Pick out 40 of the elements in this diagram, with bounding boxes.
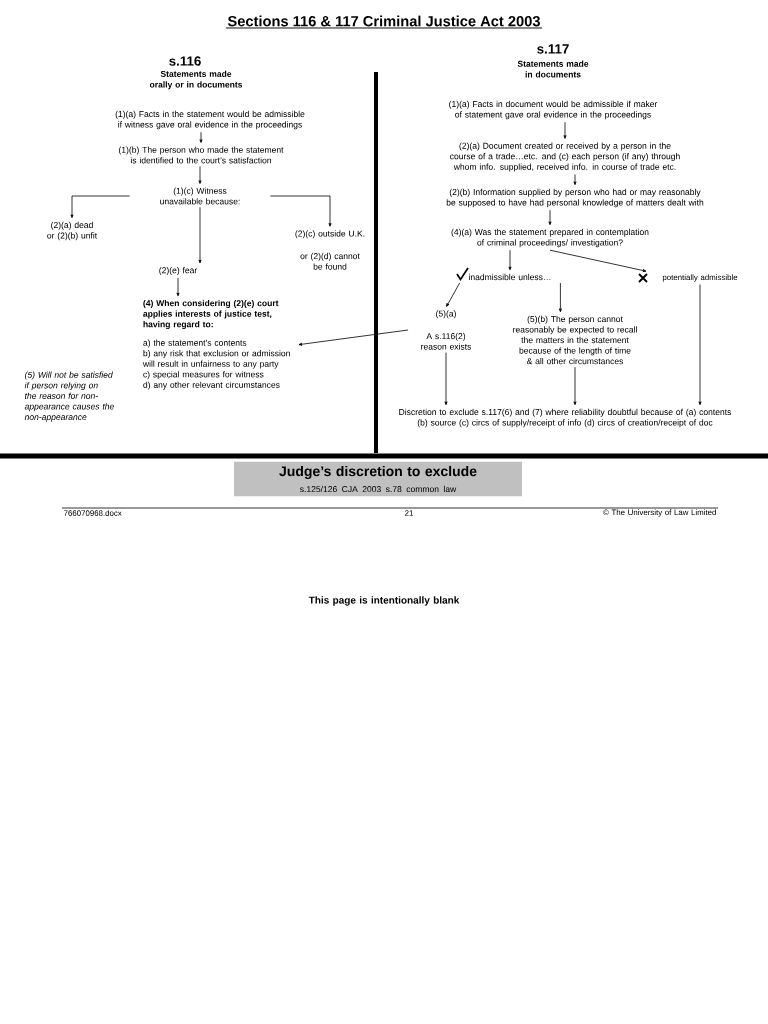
arrow <box>558 282 562 313</box>
flow-step-text: (2)(b) Information supplied by person who had or may reasonably be supposed to have had personal knowledge of matters dealt with <box>446 188 704 208</box>
flow-step-text: (5)(a) A s.116(2) reason exists <box>421 310 472 350</box>
arrow <box>198 165 202 184</box>
section-subheading: Statements made orally or in documents <box>149 70 243 90</box>
page-note: This page is intentionally blank <box>308 596 460 606</box>
arrow <box>270 195 332 227</box>
arrow <box>573 366 577 406</box>
arrow <box>508 249 512 271</box>
section-subheading: Statements made in documents <box>517 60 589 78</box>
arrow <box>573 174 577 186</box>
arrow <box>698 284 702 406</box>
flow-step-text: inadmissible unless… <box>469 273 551 281</box>
arrow <box>199 131 203 143</box>
banner-box: Judge’s discretion to exclude s.125/126 CJA 2003 s.78 common law <box>234 461 522 497</box>
arrow <box>549 249 647 272</box>
flow-step-text: Discretion to exclude s.117(6) and (7) where reliability doubtful because of (a) contents (b) source (c) circs of supply/receipt of info (d) circs of creation/receipt of doc <box>399 408 732 428</box>
flow-step-text: (1)(a) Facts in document would be admissible if maker of statement gave oral evidence in the proceedings <box>449 100 658 120</box>
section-heading: s.117 <box>537 44 569 54</box>
flow-step-text: (2)(a) Document created or received by a person in the course of a trade…etc. and (c) each person (if any) through whom info. supplied, received info. in course of trade etc. <box>450 142 680 172</box>
flow-step-text: (2)(c) outside U.K. or (2)(d) cannot be found <box>295 230 365 270</box>
section-heading: s.116 <box>169 56 201 66</box>
arrow <box>198 206 202 264</box>
note-text: (5) Will not be satisfied if person relying on the reason for non-appearance causes the non-appearance <box>24 371 114 422</box>
criteria-text: (4) When considering (2)(e) court applies interests of justice test, having regard to: a) the statement’s contents b) any risk that exclusion or admission will result in unfairness to any party c) special measures for witness d) any other relevant circumstances <box>142 299 290 390</box>
flow-step-text: (5)(b) The person cannot reasonably be expected to recall the matters in the statement because of the length of time & all other circumstances <box>513 315 637 365</box>
flow-step-text: (2)(e) fear <box>159 267 198 275</box>
flow-step-text: (1)(c) Witness unavailable because: <box>160 187 240 205</box>
arrow <box>298 329 409 346</box>
arrow <box>444 352 448 406</box>
arrow <box>548 209 552 226</box>
arrow <box>563 121 567 139</box>
flow-step-text: (2)(a) dead or (2)(b) unfit <box>47 221 98 241</box>
arrow <box>70 195 130 219</box>
arrow <box>176 277 180 297</box>
title: Sections 116 & 117 Criminal Justice Act 2003 <box>225 15 543 29</box>
flow-step-text: (1)(a) Facts in the statement would be admissible if witness gave oral evidence in the proceedings <box>115 110 305 130</box>
flow-step-text: (4)(a) Was the statement prepared in contemplation of criminal proceedings/ investigation? <box>451 228 649 248</box>
arrow <box>446 282 460 307</box>
flow-step-text: (1)(b) The person who made the statement is identified to the court’s satisfaction <box>119 146 284 164</box>
